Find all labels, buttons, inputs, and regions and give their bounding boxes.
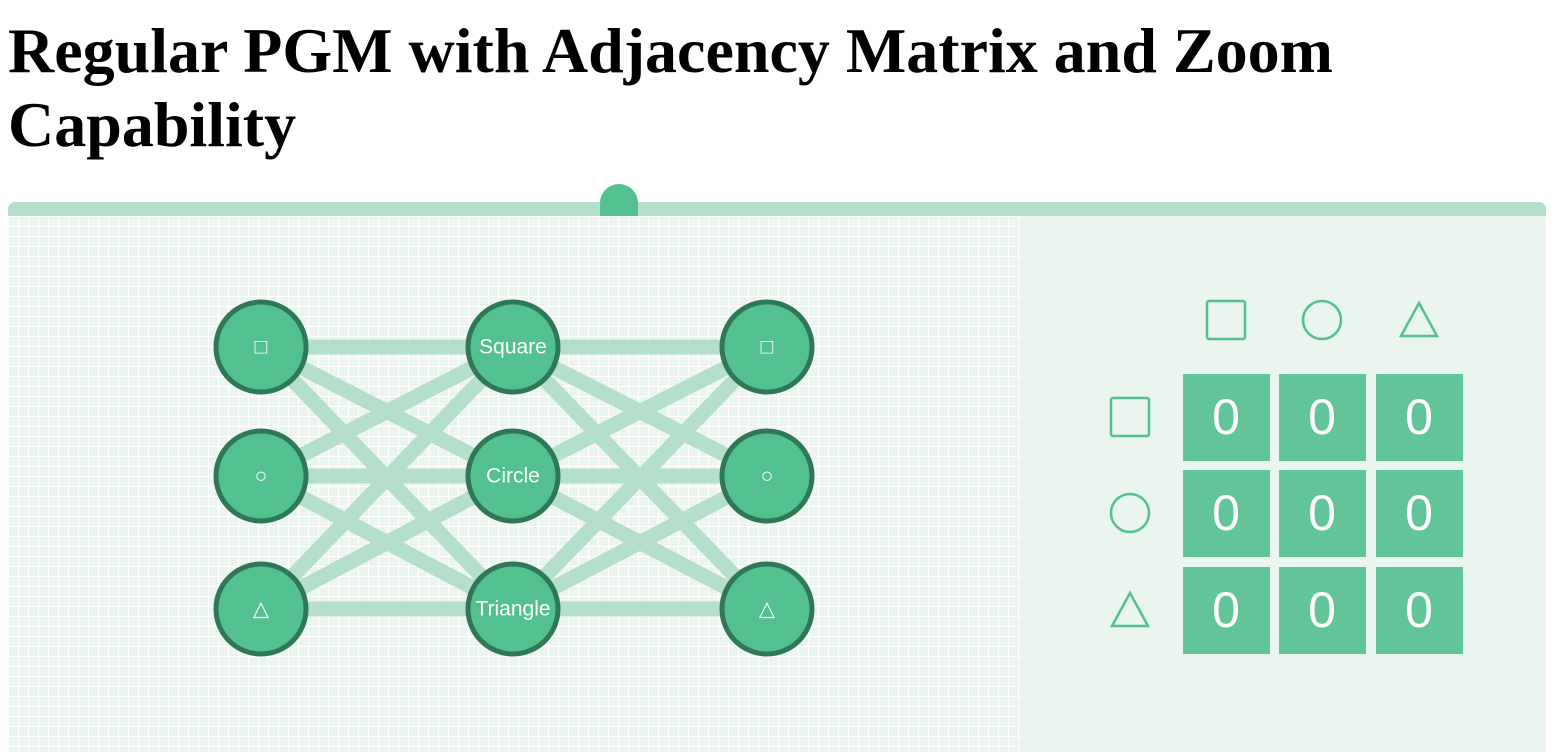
matrix-cell[interactable]: 0: [1278, 566, 1366, 654]
graph-node-circle: [465, 561, 561, 657]
graph-node-circle: [213, 428, 309, 524]
square-icon: [1205, 299, 1247, 341]
matrix-cell[interactable]: 0: [1375, 469, 1463, 557]
graph-node-r-tr[interactable]: △: [719, 561, 815, 657]
graph-node-l-sq[interactable]: □: [213, 299, 309, 395]
zoom-slider-handle[interactable]: [600, 184, 638, 216]
graph-edge: [507, 341, 773, 615]
triangle-icon: △: [759, 598, 776, 621]
graph-node-r-ci[interactable]: ○: [719, 428, 815, 524]
graph-edge: [509, 469, 771, 616]
zoom-slider-track[interactable]: [8, 202, 1546, 216]
square-icon: [1109, 396, 1151, 438]
graph-node-circle: [465, 299, 561, 395]
graph-node-circle: [719, 299, 815, 395]
graph-node-label: Square: [479, 336, 547, 359]
page-title: Regular PGM with Adjacency Matrix and Zo…: [8, 15, 1333, 160]
circle-icon: ○: [255, 465, 268, 488]
matrix-cell[interactable]: 0: [1375, 373, 1463, 461]
square-icon: □: [255, 336, 268, 359]
matrix-cell[interactable]: 0: [1278, 373, 1366, 461]
graph-node-label: Circle: [486, 465, 540, 488]
graph-node-r-sq[interactable]: □: [719, 299, 815, 395]
graph-node-m-tr[interactable]: Triangle: [465, 561, 561, 657]
graph-node-label: Triangle: [475, 598, 550, 621]
graph-edge: [255, 341, 519, 615]
circle-icon: [1109, 492, 1151, 534]
matrix-cell[interactable]: 0: [1182, 373, 1270, 461]
circle-icon: [1301, 299, 1343, 341]
graph-node-circle: [719, 561, 815, 657]
graph-node-l-ci[interactable]: ○: [213, 428, 309, 524]
graph-node-m-sq[interactable]: Square: [465, 299, 561, 395]
circle-icon: ○: [761, 465, 774, 488]
graph-node-circle: [213, 561, 309, 657]
graph-node-l-tr[interactable]: △: [213, 561, 309, 657]
graph-node-m-ci[interactable]: Circle: [465, 428, 561, 524]
matrix-cell[interactable]: 0: [1182, 469, 1270, 557]
triangle-icon: [1109, 590, 1151, 628]
matrix-cell[interactable]: 0: [1375, 566, 1463, 654]
triangle-icon: △: [253, 598, 270, 621]
matrix-cell[interactable]: 0: [1182, 566, 1270, 654]
graph-node-circle: [465, 428, 561, 524]
triangle-icon: [1398, 300, 1440, 338]
graph-node-circle: [719, 428, 815, 524]
graph-node-circle: [213, 299, 309, 395]
matrix-cell[interactable]: 0: [1278, 469, 1366, 557]
square-icon: □: [761, 336, 774, 359]
